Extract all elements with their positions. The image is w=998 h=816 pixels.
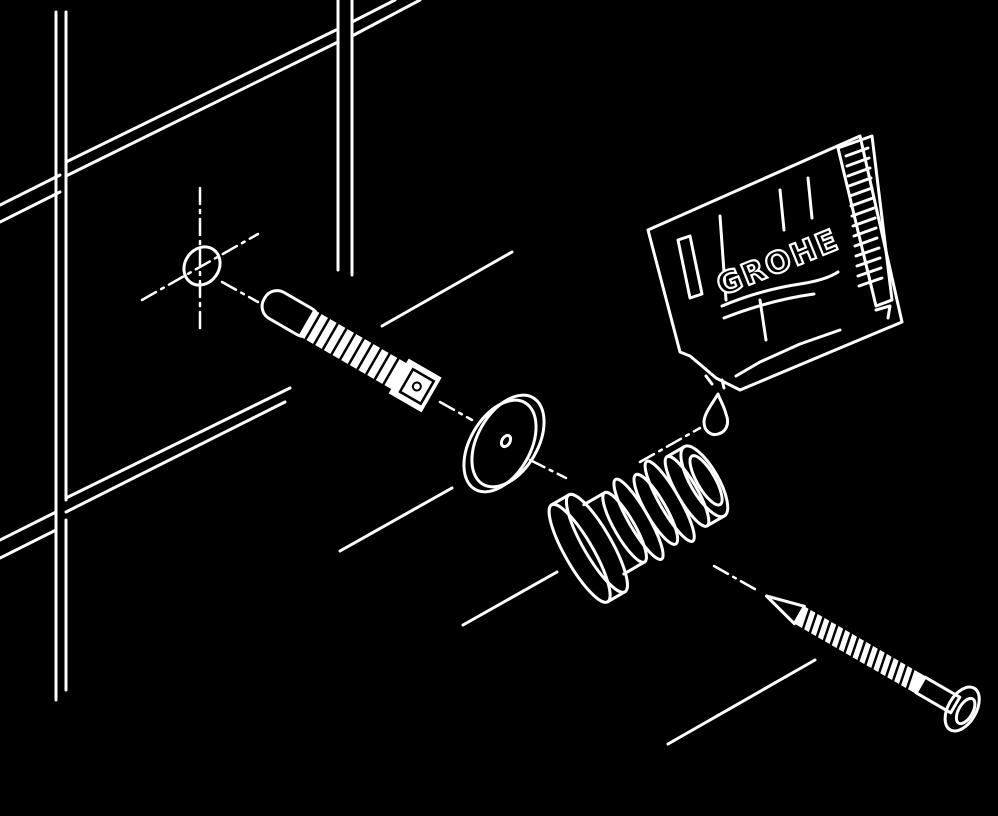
sealant-drop [702,392,730,436]
perspective-lines [338,250,817,746]
wall-plug [260,289,442,413]
washer [462,393,546,494]
bushing [547,444,730,604]
drill-hole-marker [140,186,260,330]
screw [764,594,981,733]
sealant-tube: GROHE [646,134,904,436]
wall-tiles [0,0,422,702]
brand-label: GROHE [712,223,845,304]
